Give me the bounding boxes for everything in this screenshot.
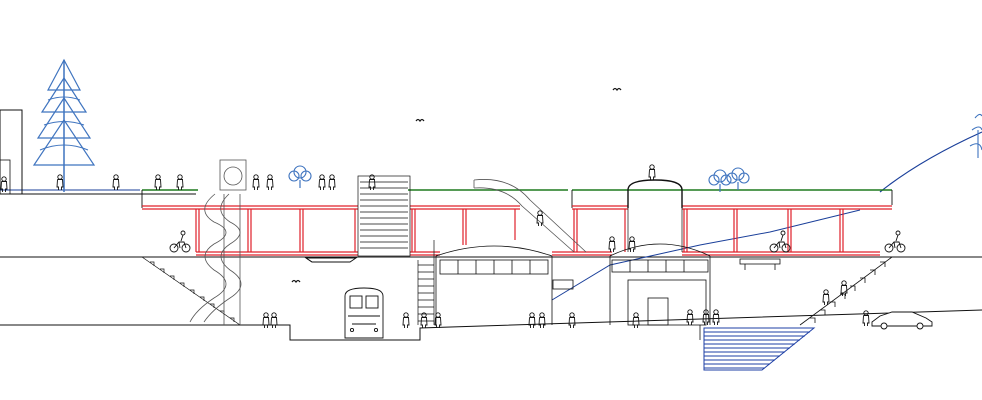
long-slide <box>473 179 587 253</box>
tall-tree <box>32 58 96 192</box>
boat <box>304 257 358 263</box>
car <box>871 311 933 330</box>
terrain-lines <box>0 131 982 341</box>
lower-stair <box>417 240 435 325</box>
central-stair <box>357 175 411 257</box>
cyclists <box>169 230 906 253</box>
slide-tower <box>189 159 247 325</box>
station-hall <box>435 243 711 326</box>
train <box>344 287 384 339</box>
people <box>0 164 870 329</box>
left-diagonal-stair <box>141 256 241 326</box>
left-building <box>0 109 23 195</box>
birds <box>291 87 622 283</box>
water-basin <box>703 327 816 371</box>
hanging-sign <box>552 258 781 290</box>
central-vault <box>627 179 683 252</box>
right-stair <box>699 256 893 340</box>
right-tree <box>969 113 982 158</box>
green-roof <box>141 189 893 208</box>
